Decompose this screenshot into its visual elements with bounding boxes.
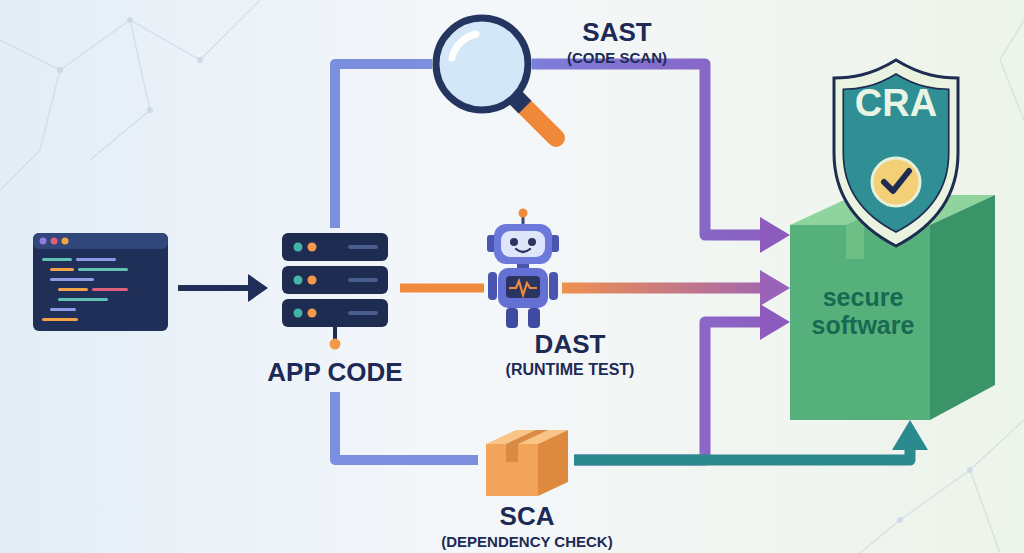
flow-connector xyxy=(400,284,484,293)
code-line xyxy=(42,318,78,321)
flow-connector xyxy=(574,438,910,460)
network-line xyxy=(860,470,970,553)
robot-eye xyxy=(510,238,518,246)
robot-antenna-tip xyxy=(519,209,528,218)
network-line xyxy=(90,20,150,160)
flow-connector xyxy=(335,392,478,460)
robot-pulse xyxy=(509,281,537,295)
robot-smile xyxy=(516,249,530,252)
server-slot xyxy=(348,311,378,315)
package-icon xyxy=(478,422,574,498)
node-sublabel: (DEPENDENCY CHECK) xyxy=(417,534,637,551)
robot-leg xyxy=(506,308,518,328)
robot-arm xyxy=(549,272,558,300)
network-line xyxy=(970,420,1024,553)
robot-body xyxy=(498,268,548,308)
code-line xyxy=(50,268,74,271)
node-sublabel: (RUNTIME TEST) xyxy=(480,361,660,379)
package-side xyxy=(538,430,568,496)
node-label: secure software xyxy=(798,283,928,339)
network-line xyxy=(0,70,60,190)
code-line xyxy=(78,268,128,271)
node-label: SAST xyxy=(542,18,692,47)
robot-icon xyxy=(484,208,562,330)
robot-face xyxy=(501,231,545,257)
cube-ribbon xyxy=(846,225,864,259)
network-dot xyxy=(197,57,203,63)
node-label: APP CODE xyxy=(260,358,410,387)
network-dot xyxy=(897,517,903,523)
code-window-bar xyxy=(33,233,168,249)
window-dot xyxy=(40,238,47,245)
code-window-frame xyxy=(33,233,168,331)
server-slot xyxy=(348,278,378,282)
server-rack xyxy=(282,233,388,350)
sast-node: SAST(CODE SCAN) xyxy=(432,14,532,114)
node-label: DAST xyxy=(480,330,660,359)
network-dot xyxy=(57,67,63,73)
server-stem xyxy=(333,327,337,339)
server-unit xyxy=(282,299,388,327)
status-light xyxy=(308,243,317,252)
status-light xyxy=(294,243,303,252)
node-sublabel: (CODE SCAN) xyxy=(532,50,702,67)
cra-shield: CRA xyxy=(832,58,960,248)
window-dot xyxy=(62,238,69,245)
check-badge xyxy=(872,158,920,206)
code-line xyxy=(50,308,76,311)
app-code-node: APP CODE xyxy=(270,228,400,392)
magnifier-lens xyxy=(436,18,528,110)
robot-arm xyxy=(488,272,497,300)
server-unit xyxy=(282,266,388,294)
code-line xyxy=(76,258,116,261)
flow-connector xyxy=(335,64,432,228)
status-light xyxy=(294,309,303,318)
robot-screen xyxy=(506,276,540,298)
network-line xyxy=(0,0,260,70)
network-line xyxy=(1000,20,1024,120)
status-light xyxy=(294,276,303,285)
code-line xyxy=(92,288,128,291)
code-line xyxy=(58,298,108,301)
network-dot xyxy=(967,467,973,473)
sca-node: SCA(DEPENDENCY CHECK) xyxy=(478,422,574,498)
cube-front xyxy=(790,225,930,420)
node-label: SCA xyxy=(452,502,602,531)
code-window xyxy=(33,233,168,331)
flow-connector xyxy=(532,64,772,235)
robot-head xyxy=(494,224,552,264)
robot-eye xyxy=(528,238,536,246)
status-light xyxy=(308,309,317,318)
network-dot xyxy=(147,107,153,113)
input-arrow xyxy=(178,274,268,302)
flow-connector xyxy=(562,283,772,294)
server-unit xyxy=(282,233,388,261)
package-tape xyxy=(506,444,518,462)
input-arrow-line xyxy=(178,285,250,291)
server-slot xyxy=(348,245,378,249)
server-dot xyxy=(330,339,341,350)
robot-leg xyxy=(528,308,540,328)
check-mark xyxy=(884,171,909,191)
status-light xyxy=(308,276,317,285)
code-lines xyxy=(42,258,128,321)
node-label: CRA xyxy=(832,82,960,125)
code-line xyxy=(42,258,72,261)
package-tape xyxy=(506,430,548,444)
cube-side xyxy=(930,195,995,420)
input-arrow-head xyxy=(248,274,268,302)
magnifier-icon xyxy=(432,14,532,114)
code-line xyxy=(50,278,94,281)
lens-highlight xyxy=(452,34,476,58)
dast-node: DAST(RUNTIME TEST) xyxy=(484,208,562,330)
network-dots xyxy=(57,17,973,523)
window-dot xyxy=(51,238,58,245)
network-dot xyxy=(127,17,133,23)
package-front xyxy=(486,444,538,496)
code-line xyxy=(58,288,88,291)
